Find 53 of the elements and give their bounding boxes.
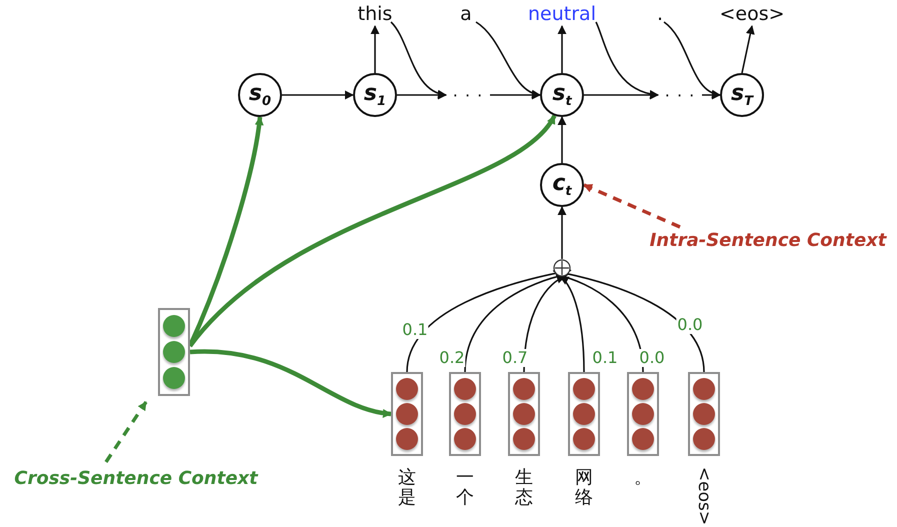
sum-symbol <box>553 259 571 277</box>
hidden-vector <box>688 372 720 456</box>
ellipsis: · · · <box>658 85 702 105</box>
attention-weight: 0.1 <box>401 321 429 339</box>
state-circle: s$_{1}$ <box>353 73 397 117</box>
arrow <box>595 22 659 98</box>
output-word: <eos> <box>723 2 781 26</box>
hidden-vector <box>508 372 540 456</box>
attention-weight: 0.7 <box>501 349 529 367</box>
attention-weight: 0.0 <box>676 316 704 334</box>
state-circle: s$_{T}$ <box>720 73 764 117</box>
source-word: 。 <box>634 468 652 488</box>
context-label: Cross-Sentence Context <box>11 465 261 491</box>
state-circle: s$_{t}$ <box>540 73 584 117</box>
source-word: 网络 <box>575 468 593 508</box>
state-circle: c$_{t}$ <box>540 163 584 207</box>
output-word: . <box>655 2 665 26</box>
hidden-vector <box>627 372 659 456</box>
ellipsis: · · · <box>446 85 490 105</box>
source-word: <eos> <box>694 466 714 526</box>
context-vector <box>158 308 190 396</box>
arrow <box>558 116 566 163</box>
arrow <box>558 25 566 73</box>
arrow <box>558 206 566 259</box>
arrow <box>406 268 572 372</box>
hidden-vector <box>568 372 600 456</box>
output-word: a <box>458 2 474 26</box>
source-word: 生态 <box>515 468 533 508</box>
arrow <box>741 25 755 74</box>
output-word: this <box>355 2 395 26</box>
source-word: 一个 <box>456 468 474 508</box>
arrow <box>190 349 392 418</box>
arrow <box>370 25 380 73</box>
pointer-arrow <box>104 401 148 463</box>
attention-weight: 0.2 <box>438 349 466 367</box>
arrow <box>390 21 447 98</box>
context-label: Intra-Sentence Context <box>643 227 893 253</box>
source-word: 这是 <box>398 468 416 508</box>
attention-weight: 0.0 <box>638 349 666 367</box>
arrow <box>282 90 354 100</box>
arrow <box>663 21 721 98</box>
hidden-vector <box>391 372 423 456</box>
arrow <box>490 90 541 100</box>
output-word: neutral <box>525 2 599 26</box>
arrow <box>476 21 541 98</box>
arrow <box>552 268 705 372</box>
pointer-arrow <box>583 183 681 229</box>
arrow <box>560 276 585 372</box>
arrow <box>702 90 721 100</box>
arrow <box>555 272 644 372</box>
state-circle: s$_{0}$ <box>238 73 282 117</box>
arrow <box>188 114 556 348</box>
hidden-vector <box>449 372 481 456</box>
